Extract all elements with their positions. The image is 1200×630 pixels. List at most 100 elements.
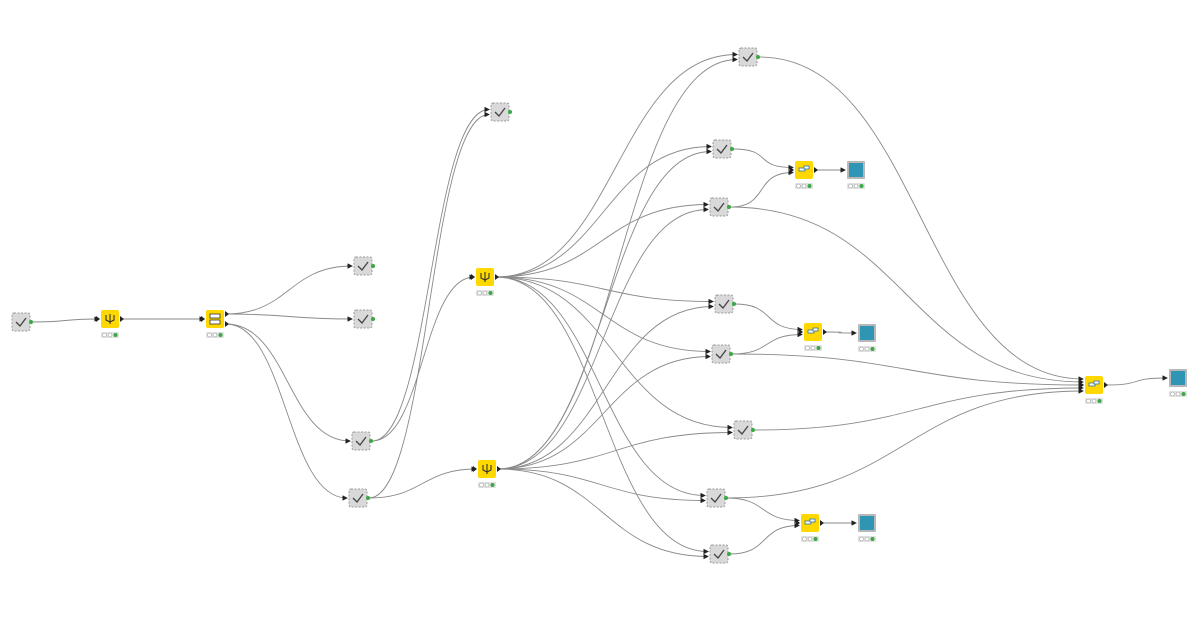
node-yellow-S[interactable]: [790, 161, 818, 189]
node-component-P[interactable]: [733, 420, 755, 440]
connection-I-R[interactable]: [495, 276, 709, 555]
node-component-F[interactable]: [351, 431, 373, 451]
view-icon: [849, 163, 863, 177]
connections: [31, 51, 1168, 560]
node-view-X[interactable]: [858, 324, 876, 352]
connection-P-V[interactable]: [753, 385, 1084, 431]
connection-J-L[interactable]: [497, 148, 712, 470]
connection-I-K[interactable]: [495, 51, 738, 278]
connection-F-H[interactable]: [371, 106, 490, 442]
check-icon: [355, 436, 367, 446]
connection-I-M[interactable]: [495, 201, 709, 278]
status-traffic-light: [206, 332, 224, 338]
connection-R-U[interactable]: [729, 522, 800, 555]
node-yellow-I[interactable]: [471, 268, 499, 296]
connection-I-O[interactable]: [495, 276, 711, 355]
connection-J-K[interactable]: [497, 56, 738, 470]
connection-Q-U[interactable]: [726, 497, 800, 524]
status-traffic-light: [478, 482, 496, 488]
node-component-E[interactable]: [353, 309, 375, 329]
node-component-N[interactable]: [714, 294, 736, 314]
check-icon: [15, 317, 27, 327]
table-split-icon: [209, 313, 221, 325]
check-icon: [352, 493, 364, 503]
connection-I-P[interactable]: [495, 276, 733, 431]
node-component-Q[interactable]: [706, 488, 728, 508]
connection-I-N[interactable]: [495, 276, 714, 305]
connection-J-P[interactable]: [497, 429, 733, 470]
node-component-L[interactable]: [712, 139, 734, 159]
node-view-Y[interactable]: [858, 514, 876, 542]
status-traffic-light: [476, 290, 494, 296]
node-yellow-V[interactable]: [1080, 376, 1108, 404]
status-traffic-light: [801, 536, 819, 542]
connection-M-S[interactable]: [729, 169, 794, 208]
connection-V-Z[interactable]: [1104, 375, 1168, 386]
status-traffic-light: [847, 183, 865, 189]
view-icon: [860, 326, 874, 340]
connection-K-V[interactable]: [758, 56, 1084, 382]
connection-C-F[interactable]: [225, 323, 351, 444]
node-yellow-T[interactable]: [799, 323, 827, 351]
node-yellow-U[interactable]: [796, 514, 824, 542]
check-icon: [742, 52, 754, 62]
node-yellow-B[interactable]: [96, 310, 124, 338]
check-icon: [713, 549, 725, 559]
view-icon: [860, 516, 874, 530]
connection-C-E[interactable]: [225, 313, 353, 322]
node-component-O[interactable]: [711, 344, 733, 364]
node-component-H[interactable]: [490, 102, 512, 122]
connection-L-S[interactable]: [732, 148, 794, 171]
joiner-icon: [807, 327, 819, 334]
connection-J-N[interactable]: [497, 303, 714, 470]
check-icon: [715, 349, 727, 359]
connection-F-I[interactable]: [371, 274, 475, 442]
nodes: [11, 47, 1187, 564]
connection-J-O[interactable]: [497, 353, 711, 470]
check-icon: [737, 425, 749, 435]
connection-O-V[interactable]: [731, 353, 1084, 388]
view-icon: [1171, 371, 1185, 385]
node-yellow-J[interactable]: [473, 460, 501, 488]
check-icon: [357, 261, 369, 271]
node-view-Z[interactable]: [1169, 369, 1187, 397]
check-icon: [710, 493, 722, 503]
connection-C-D[interactable]: [225, 263, 353, 315]
connection-A-B[interactable]: [31, 316, 100, 323]
connection-M-V[interactable]: [729, 206, 1084, 385]
status-traffic-light: [858, 346, 876, 352]
status-traffic-light: [858, 536, 876, 542]
connection-Q-V[interactable]: [726, 388, 1084, 499]
node-component-R[interactable]: [709, 544, 731, 564]
node-yellow-C[interactable]: [201, 310, 229, 338]
connection-J-M[interactable]: [497, 206, 709, 470]
node-component-A[interactable]: [11, 312, 33, 332]
connection-I-L[interactable]: [495, 143, 712, 278]
check-icon: [718, 299, 730, 309]
status-traffic-light: [101, 332, 119, 338]
status-traffic-light: [1169, 391, 1187, 397]
node-component-M[interactable]: [709, 197, 731, 217]
connection-J-Q[interactable]: [497, 468, 706, 504]
node-component-G[interactable]: [348, 488, 370, 508]
check-icon: [716, 144, 728, 154]
connection-I-Q[interactable]: [495, 276, 706, 499]
check-icon: [494, 107, 506, 117]
connection-C-G[interactable]: [225, 323, 348, 501]
connection-G-H[interactable]: [368, 111, 490, 499]
joiner-icon: [804, 518, 816, 525]
connection-T-X[interactable]: [823, 330, 857, 336]
node-component-K[interactable]: [738, 47, 760, 67]
connection-G-J[interactable]: [368, 466, 477, 499]
joiner-icon: [1088, 380, 1100, 387]
status-traffic-light: [795, 183, 813, 189]
connection-O-T[interactable]: [731, 331, 803, 355]
check-icon: [713, 202, 725, 212]
filter-split-icon: [105, 314, 115, 324]
connection-J-R[interactable]: [497, 468, 709, 560]
connection-N-T[interactable]: [734, 303, 803, 333]
status-traffic-light: [804, 345, 822, 351]
node-view-W[interactable]: [847, 161, 865, 189]
node-component-D[interactable]: [353, 256, 375, 276]
